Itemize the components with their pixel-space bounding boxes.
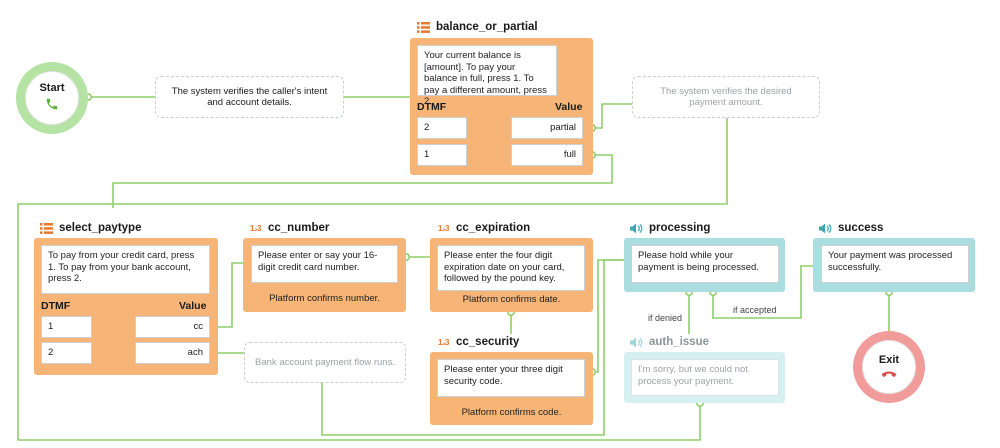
cc-security-title-text: cc_security [456, 336, 520, 348]
exit-label: Exit [878, 354, 900, 366]
processing-message: Please hold while your payment is being … [631, 245, 779, 283]
select-paytype-message: To pay from your credit card, press 1. T… [41, 245, 210, 294]
balance-dtmf-header: DTMF [417, 101, 447, 113]
speaker-icon [630, 336, 643, 348]
note-bank-flow: Bank account payment flow runs. [244, 342, 406, 383]
balance-row-value: partial [511, 117, 583, 139]
success-title: success [819, 222, 883, 234]
cc-number-message: Please enter or say your 16-digit credit… [251, 245, 398, 283]
balance-or-partial-message: Your current balance is [amount]. To pay… [417, 45, 557, 107]
exit-node[interactable] [862, 340, 916, 394]
cc-number-title-text: cc_number [268, 222, 330, 234]
speaker-icon [819, 222, 832, 234]
select-paytype-title-text: select_paytype [59, 222, 142, 234]
cc-security-message: Please enter your three digit security c… [437, 359, 585, 397]
edge-label-if-denied: if denied [646, 313, 685, 323]
list-menu-icon [40, 222, 53, 234]
success-message: Your payment was processed successfully. [821, 245, 969, 283]
edge-label-if-accepted: if accepted [731, 305, 779, 315]
list-menu-icon [417, 21, 430, 33]
paytype-row-dtmf: 1 [41, 316, 92, 338]
balance-value-header: Value [555, 101, 583, 113]
balance-row-value: full [511, 144, 583, 166]
cc-expiration-message: Please enter the four digit expiration d… [437, 245, 585, 291]
select-paytype-title: select_paytype [40, 222, 141, 234]
paytype-row-dtmf: 2 [41, 342, 92, 364]
start-node[interactable] [25, 71, 79, 125]
digits-input-icon: 1₂3 [438, 223, 449, 233]
processing-title: processing [630, 222, 710, 234]
cc-expiration-title-text: cc_expiration [456, 222, 531, 234]
paytype-value-header: Value [179, 300, 207, 312]
phone-answer-icon [46, 98, 58, 110]
balance-row-dtmf: 2 [417, 117, 467, 139]
cc-security-caption: Platform confirms code. [461, 407, 562, 418]
cc-security-title: 1₂3 cc_security [437, 336, 519, 348]
digits-input-icon: 1₂3 [250, 223, 261, 233]
auth-issue-title-text: auth_issue [649, 336, 710, 348]
speaker-icon [630, 222, 643, 234]
balance-or-partial-title-text: balance_or_partial [436, 21, 538, 33]
cc-number-caption: Platform confirms number. [269, 293, 380, 304]
paytype-row-value: ach [135, 342, 210, 364]
auth-issue-title: auth_issue [630, 336, 709, 348]
cc-expiration-title: 1₂3 cc_expiration [437, 222, 530, 234]
balance-or-partial-title: balance_or_partial [417, 21, 538, 33]
note-payment-amount: The system verifies the desired payment … [632, 76, 820, 118]
success-title-text: success [838, 222, 884, 234]
paytype-row-value: cc [135, 316, 210, 338]
balance-row-dtmf: 1 [417, 144, 467, 166]
cc-number-title: 1₂3 cc_number [249, 222, 329, 234]
cc-expiration-caption: Platform confirms date. [462, 294, 561, 305]
processing-title-text: processing [649, 222, 711, 234]
start-label: Start [39, 82, 65, 94]
phone-hangup-icon [881, 371, 897, 377]
digits-input-icon: 1₂3 [438, 337, 449, 347]
paytype-dtmf-header: DTMF [41, 300, 71, 312]
auth-issue-message: I'm sorry, but we could not process your… [631, 359, 779, 396]
note-intent: The system verifies the caller's intent … [155, 76, 344, 118]
